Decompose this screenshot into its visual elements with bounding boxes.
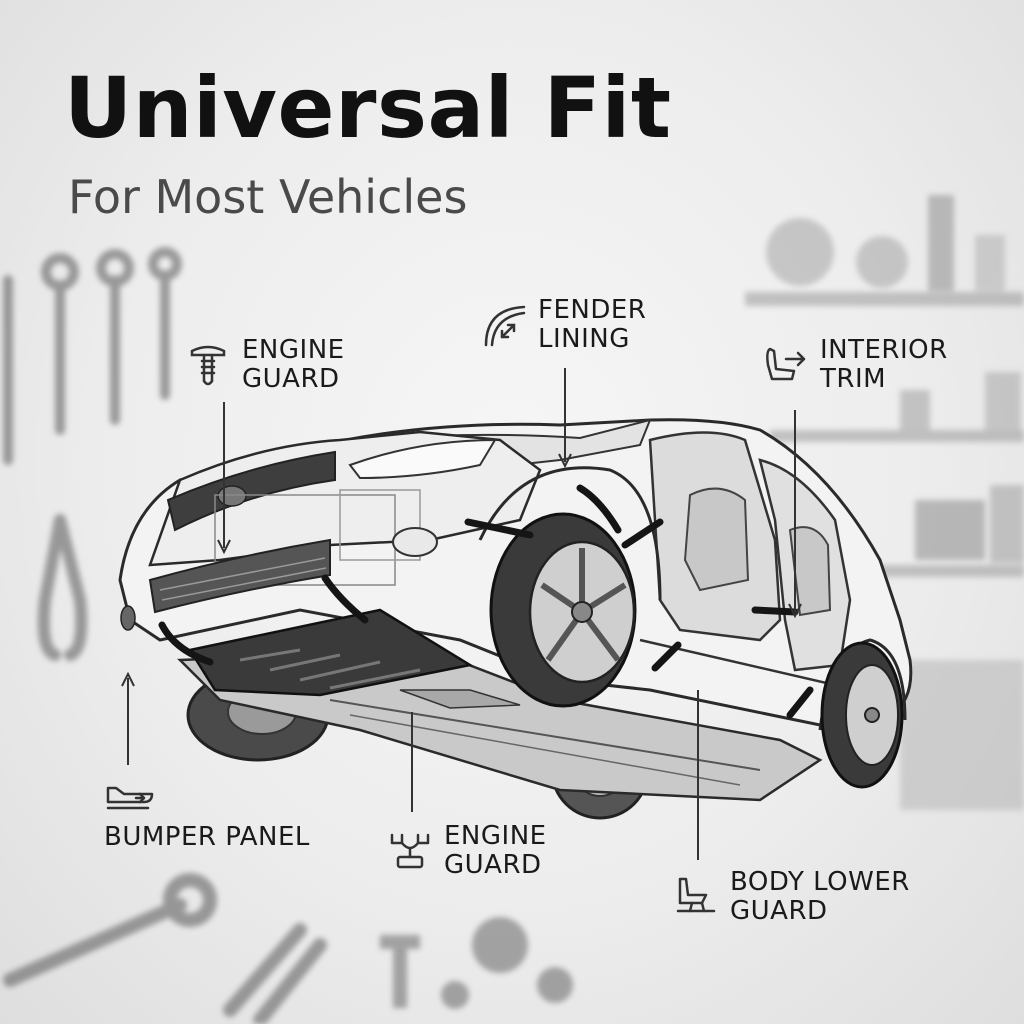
callout-engine-guard-bottom: ENGINE GUARD	[386, 821, 634, 881]
callout-bumper-panel: BUMPER PANEL	[104, 822, 310, 852]
floor-clips	[380, 917, 573, 1009]
bumper-panel-icon-wrap	[104, 780, 156, 820]
hanging-wrenches	[3, 247, 182, 465]
callout-label: INTERIOR TRIM	[820, 335, 948, 395]
callout-label: ENGINE GUARD	[242, 335, 345, 395]
floor-tools	[3, 873, 327, 1024]
skid-plate	[187, 608, 474, 697]
callout-body-lower-guard: BODY LOWER GUARD	[672, 867, 950, 927]
fender-arc-icon	[484, 305, 526, 347]
callout-engine-guard-top: ENGINE GUARD	[184, 335, 432, 395]
bumper-panel-icon	[106, 786, 154, 810]
car-seat-icon	[766, 347, 806, 381]
callout-fender-lining: FENDER LINING	[480, 295, 728, 355]
clip-fastener-icon	[390, 833, 430, 869]
callout-label: ENGINE GUARD	[444, 821, 547, 881]
push-clip-icon	[190, 345, 226, 386]
callout-interior-trim: INTERIOR TRIM	[762, 335, 1010, 395]
rear-right-wheel	[820, 641, 904, 789]
callout-label: BODY LOWER GUARD	[730, 867, 910, 927]
leader-lines	[121, 368, 802, 860]
callout-label: FENDER LINING	[538, 295, 647, 355]
front-right-wheel	[489, 512, 637, 708]
page-subtitle: For Most Vehicles	[68, 170, 468, 224]
zip-ties	[158, 484, 814, 719]
seat-guard-icon	[676, 877, 716, 913]
pliers	[37, 514, 88, 661]
page-title: Universal Fit	[64, 59, 672, 157]
